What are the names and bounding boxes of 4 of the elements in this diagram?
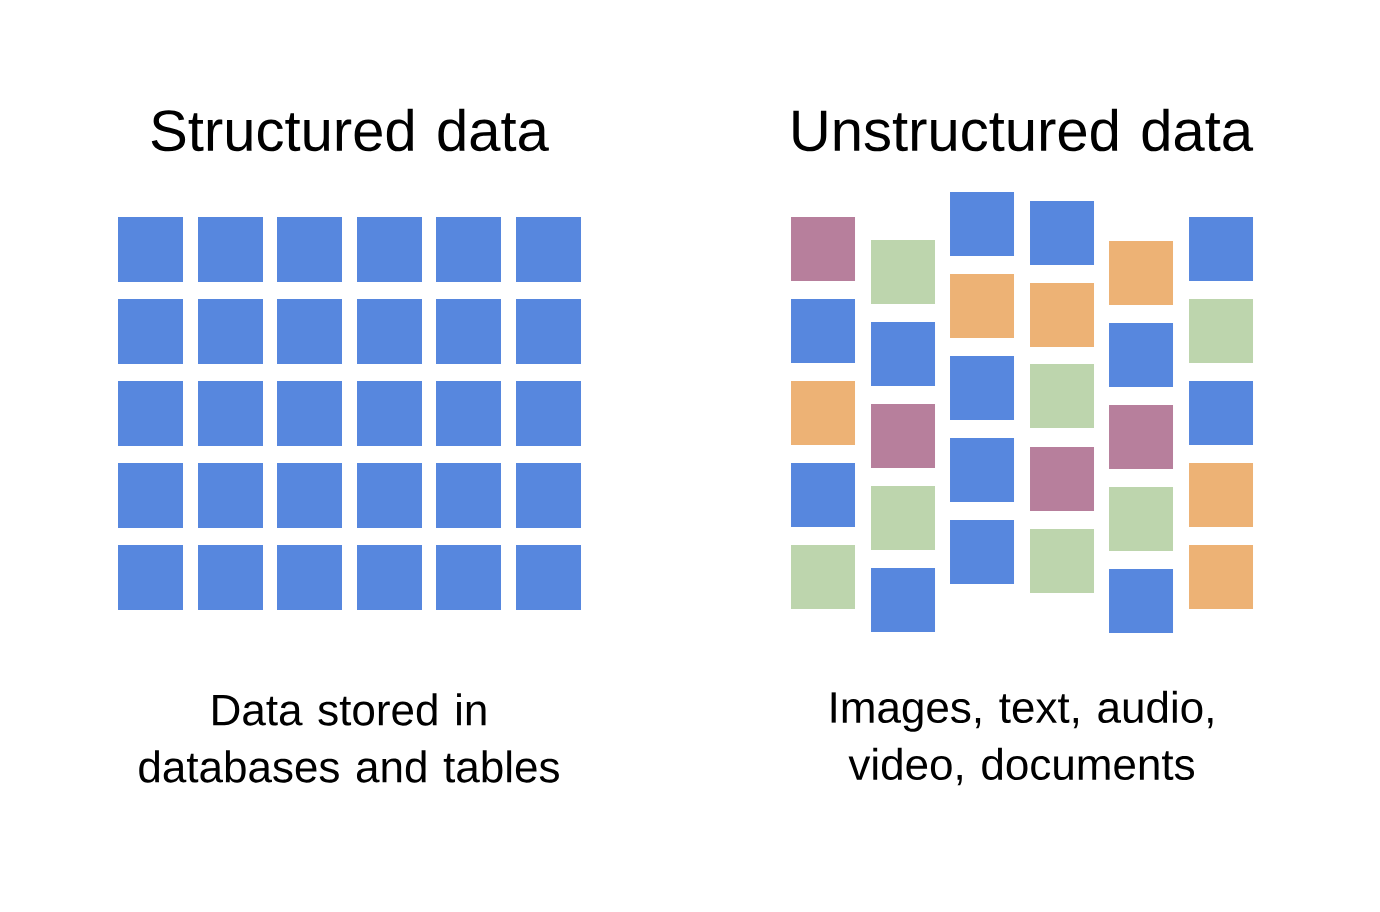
- heading: Unstructured data: [793, 108, 1254, 152]
- description-text: Data stored in databases and tables: [139, 693, 559, 783]
- description-text: Images, text, audio, video, documents: [831, 690, 1213, 786]
- heading: Structured data: [151, 108, 549, 152]
